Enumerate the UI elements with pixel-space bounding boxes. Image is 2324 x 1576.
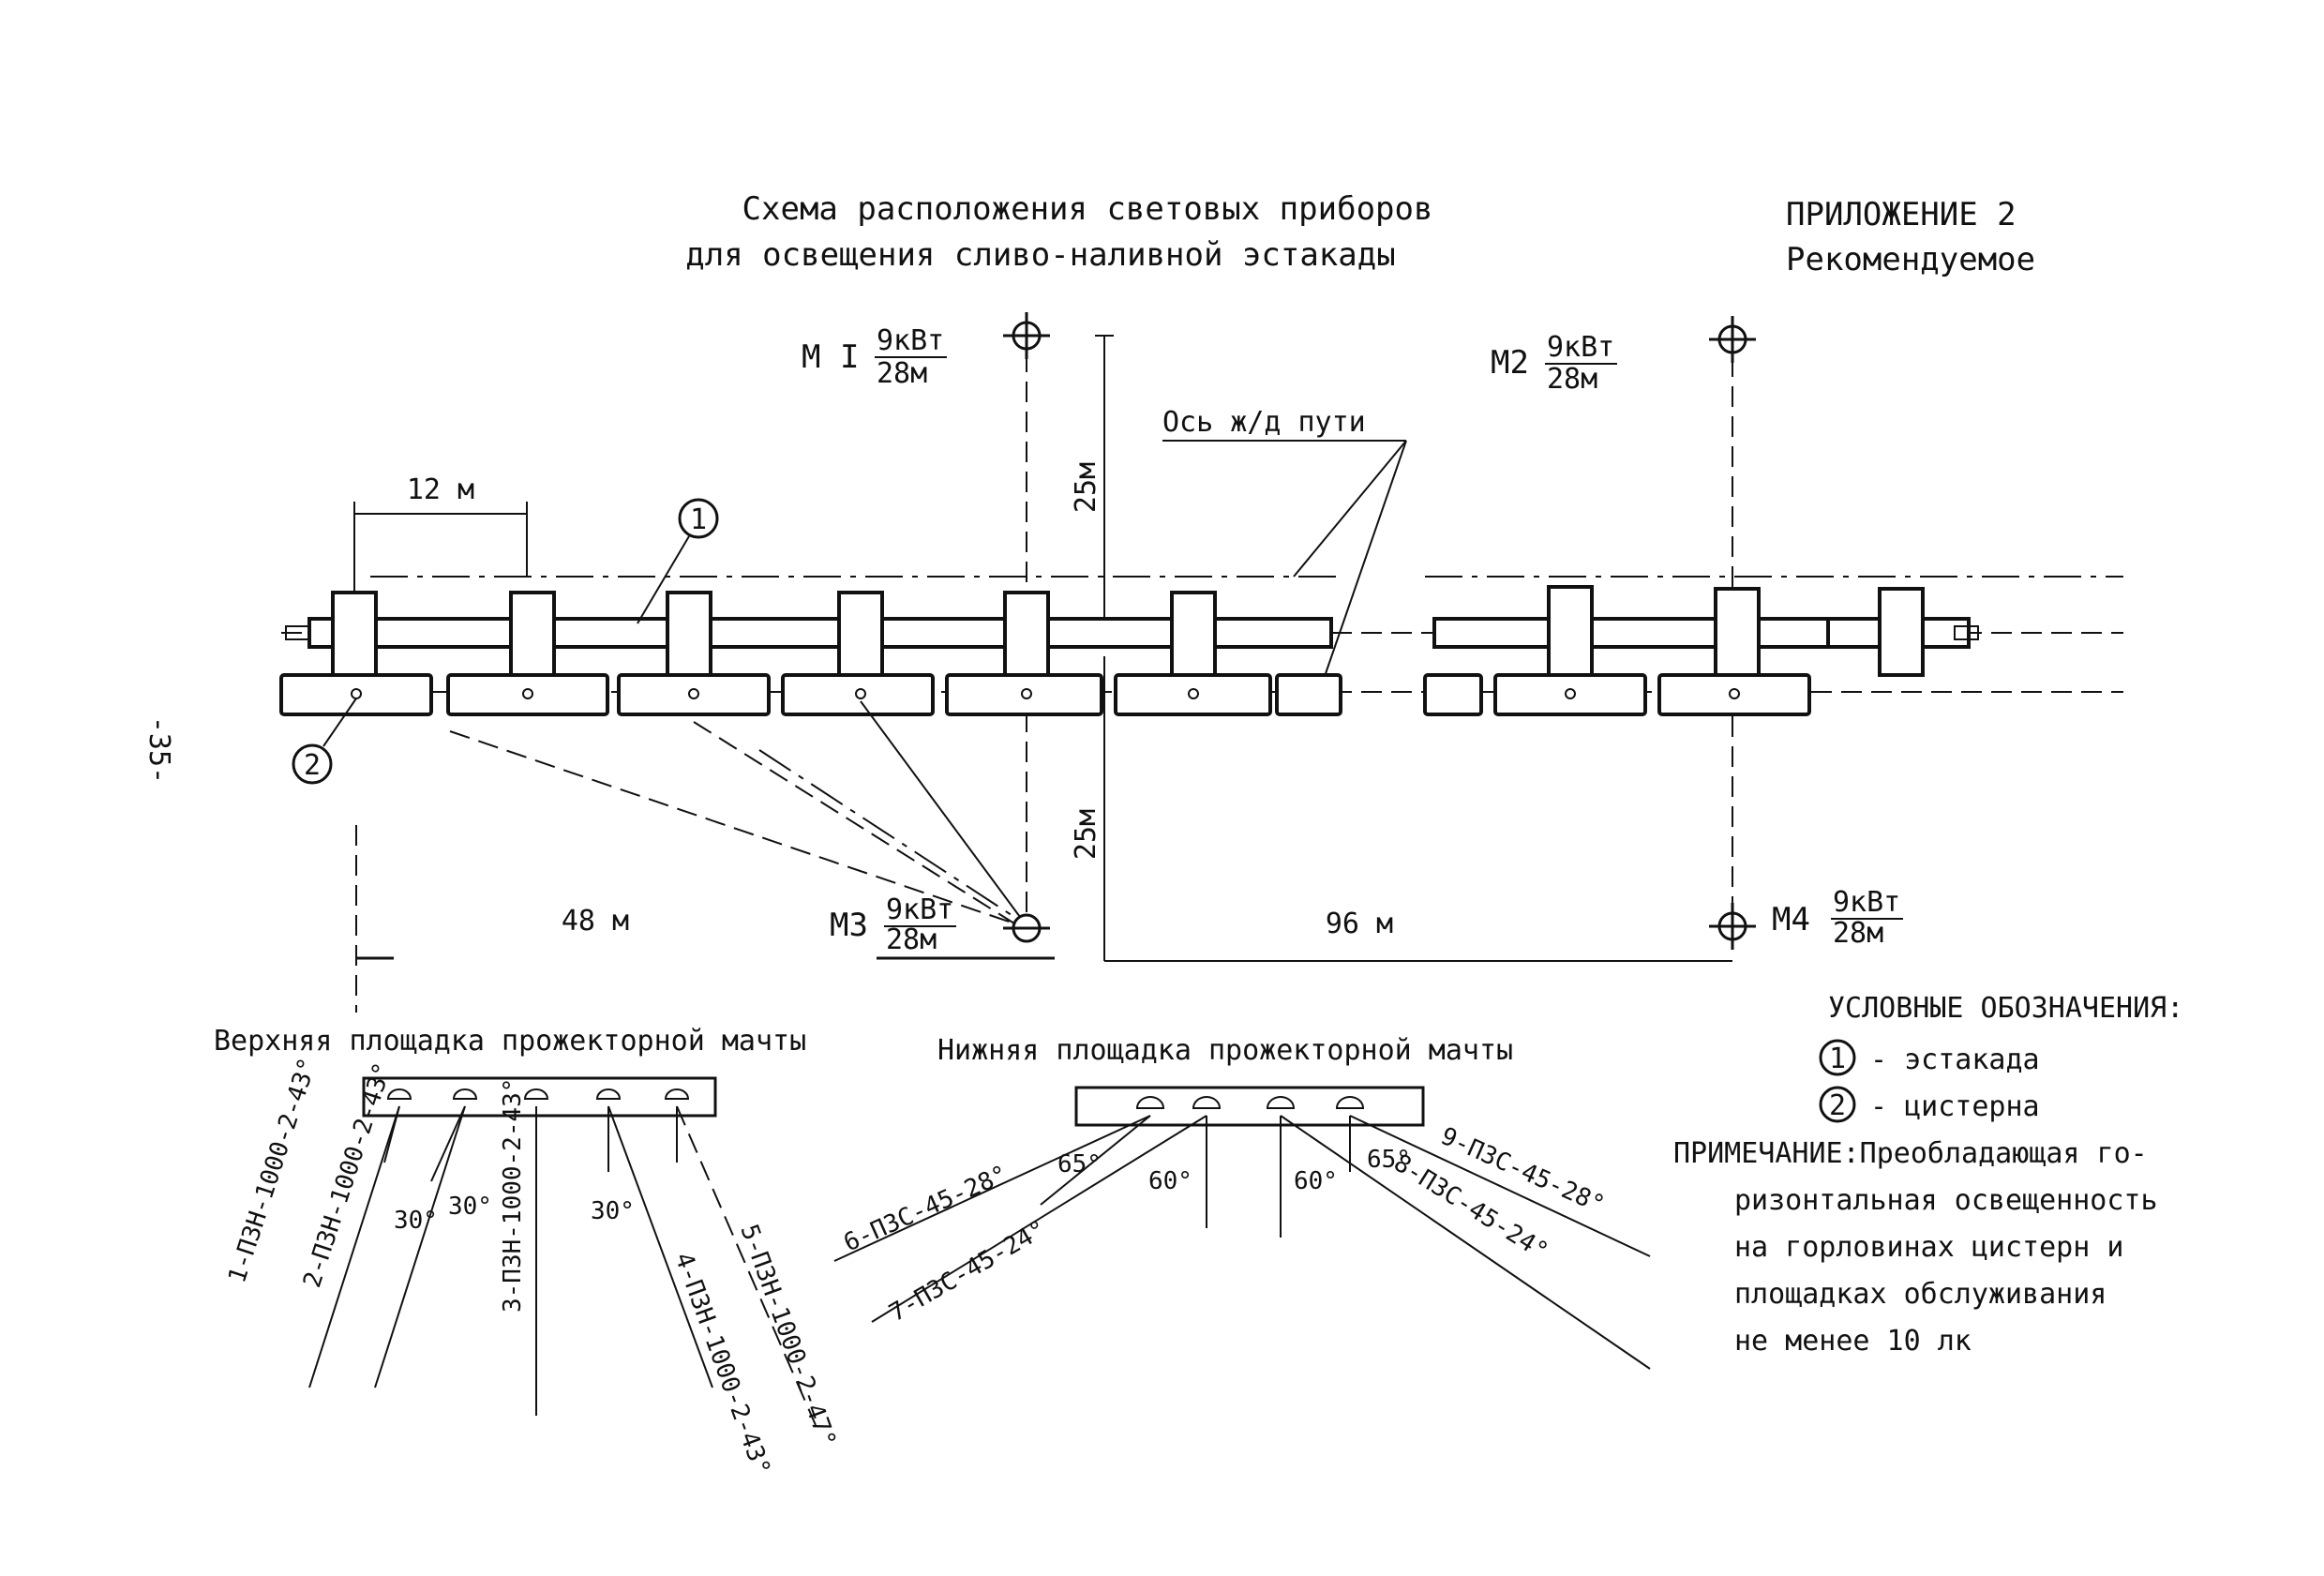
upper-fixture-3: 3-ПЗН-1000-2-43°	[499, 1078, 527, 1313]
legend-title: УСЛОВНЫЕ ОБОЗНАЧЕНИЯ:	[1828, 992, 2183, 1025]
dimension-48m-label: 48 м	[562, 905, 629, 938]
dimension-25m-upper: 25м	[1070, 335, 1114, 647]
lower-platform: Нижняя площадка прожекторной мачты 65° 6…	[833, 1034, 1651, 1370]
legend-symbol-2: 2	[1829, 1089, 1846, 1122]
dimension-12m: 12 м	[353, 473, 528, 591]
note-line-4: площадках обслуживания	[1734, 1278, 2107, 1311]
mast-m2-symbol	[1709, 316, 1756, 363]
lower-fixture-7: 7-ПЗС-45-24°	[885, 1215, 1052, 1328]
note-line-5: не менее 10 лк	[1734, 1325, 1972, 1358]
legend-item-1: - эстакада	[1870, 1043, 2040, 1076]
lower-fixture-6: 6-ПЗС-45-28°	[840, 1161, 1012, 1258]
m3-light-beams	[449, 700, 1021, 924]
recommended-label: Рекомендуемое	[1786, 241, 2035, 278]
dimension-96m-label: 96 м	[1326, 908, 1393, 940]
callout-tank: 2	[292, 698, 357, 785]
callout-estacade: 1	[637, 498, 719, 624]
mast-m4-name: М4	[1772, 901, 1810, 938]
mast-m2-label: М2 9кВт 28м	[1491, 331, 1617, 396]
mast-m2-power: 9кВт	[1547, 331, 1614, 364]
dimension-12m-label: 12 м	[407, 473, 474, 506]
upper-angle-1: 30°	[394, 1207, 438, 1235]
dimension-25m-upper-label: 25м	[1070, 462, 1102, 513]
dimension-25m-lower-label: 25м	[1070, 809, 1102, 860]
mast-m3-name: М3	[830, 907, 868, 944]
mast-m2-name: М2	[1491, 344, 1529, 382]
note: ПРИМЕЧАНИЕ:Преобладающая го- ризонтальна…	[1673, 1137, 2158, 1358]
note-line-3: на горловинах цистерн и	[1734, 1231, 2123, 1264]
note-line-1: ПРИМЕЧАНИЕ:Преобладающая го-	[1673, 1137, 2148, 1170]
note-line-2: ризонтальная освещенность	[1734, 1184, 2158, 1217]
mast-m4-power: 9кВт	[1833, 886, 1900, 919]
mast-m1-label: М I 9кВт 28м	[802, 324, 947, 390]
upper-platform: Верхняя площадка прожекторной мачты 30° …	[214, 1025, 841, 1479]
page-number: -35-	[142, 716, 175, 784]
upper-platform-title: Верхняя площадка прожекторной мачты	[214, 1025, 806, 1058]
mast-m3-symbol	[1003, 913, 1050, 943]
lower-angle-3: 60°	[1294, 1167, 1338, 1195]
mast-m3-label: М3 9кВт 28м	[830, 893, 956, 956]
dimension-48m: 48 м	[356, 905, 1055, 960]
legend-item-2: - цистерна	[1870, 1090, 2040, 1123]
lower-angle-4: 65°	[1367, 1146, 1411, 1174]
legend-symbol-1: 1	[1829, 1043, 1846, 1075]
mast-m3-height: 28м	[886, 923, 937, 956]
lower-angle-1: 65°	[1057, 1150, 1102, 1178]
estacade	[285, 585, 1979, 677]
callout-1-number: 1	[690, 503, 707, 536]
mast-m4-label: М4 9кВт 28м	[1772, 886, 1903, 950]
tank-row	[279, 673, 1811, 716]
callout-2-number: 2	[304, 749, 321, 782]
lower-platform-title: Нижняя площадка прожекторной мачты	[937, 1034, 1513, 1067]
rail-axis-label: Ось ж/д пути	[1162, 406, 1407, 685]
mast-m4-height: 28м	[1833, 917, 1883, 950]
upper-angle-3: 30°	[591, 1197, 635, 1225]
rail-axis-text: Ось ж/д пути	[1162, 406, 1366, 439]
mast-m1-height: 28м	[877, 357, 927, 390]
appendix-label: ПРИЛОЖЕНИЕ 2	[1786, 196, 2017, 233]
upper-angle-2: 30°	[448, 1193, 492, 1221]
title-line-1: Схема расположения световых приборов	[742, 190, 1433, 228]
mast-m2-height: 28м	[1547, 363, 1597, 396]
mast-m1-name: М I	[802, 338, 859, 376]
lower-angle-2: 60°	[1148, 1167, 1192, 1195]
dimension-25m-lower: 25м	[1070, 656, 1105, 961]
upper-fixture-2: 2-ПЗН-1000-2-43°	[298, 1059, 397, 1291]
title-line-2: для освещения сливо-наливной эстакады	[685, 236, 1395, 274]
legend: УСЛОВНЫЕ ОБОЗНАЧЕНИЯ: 1 - эстакада 2 - ц…	[1819, 992, 2183, 1123]
dimension-96m: 96 м	[1104, 908, 1732, 962]
mast-m1-symbol	[1003, 312, 1050, 359]
mast-m1-power: 9кВт	[877, 324, 944, 357]
